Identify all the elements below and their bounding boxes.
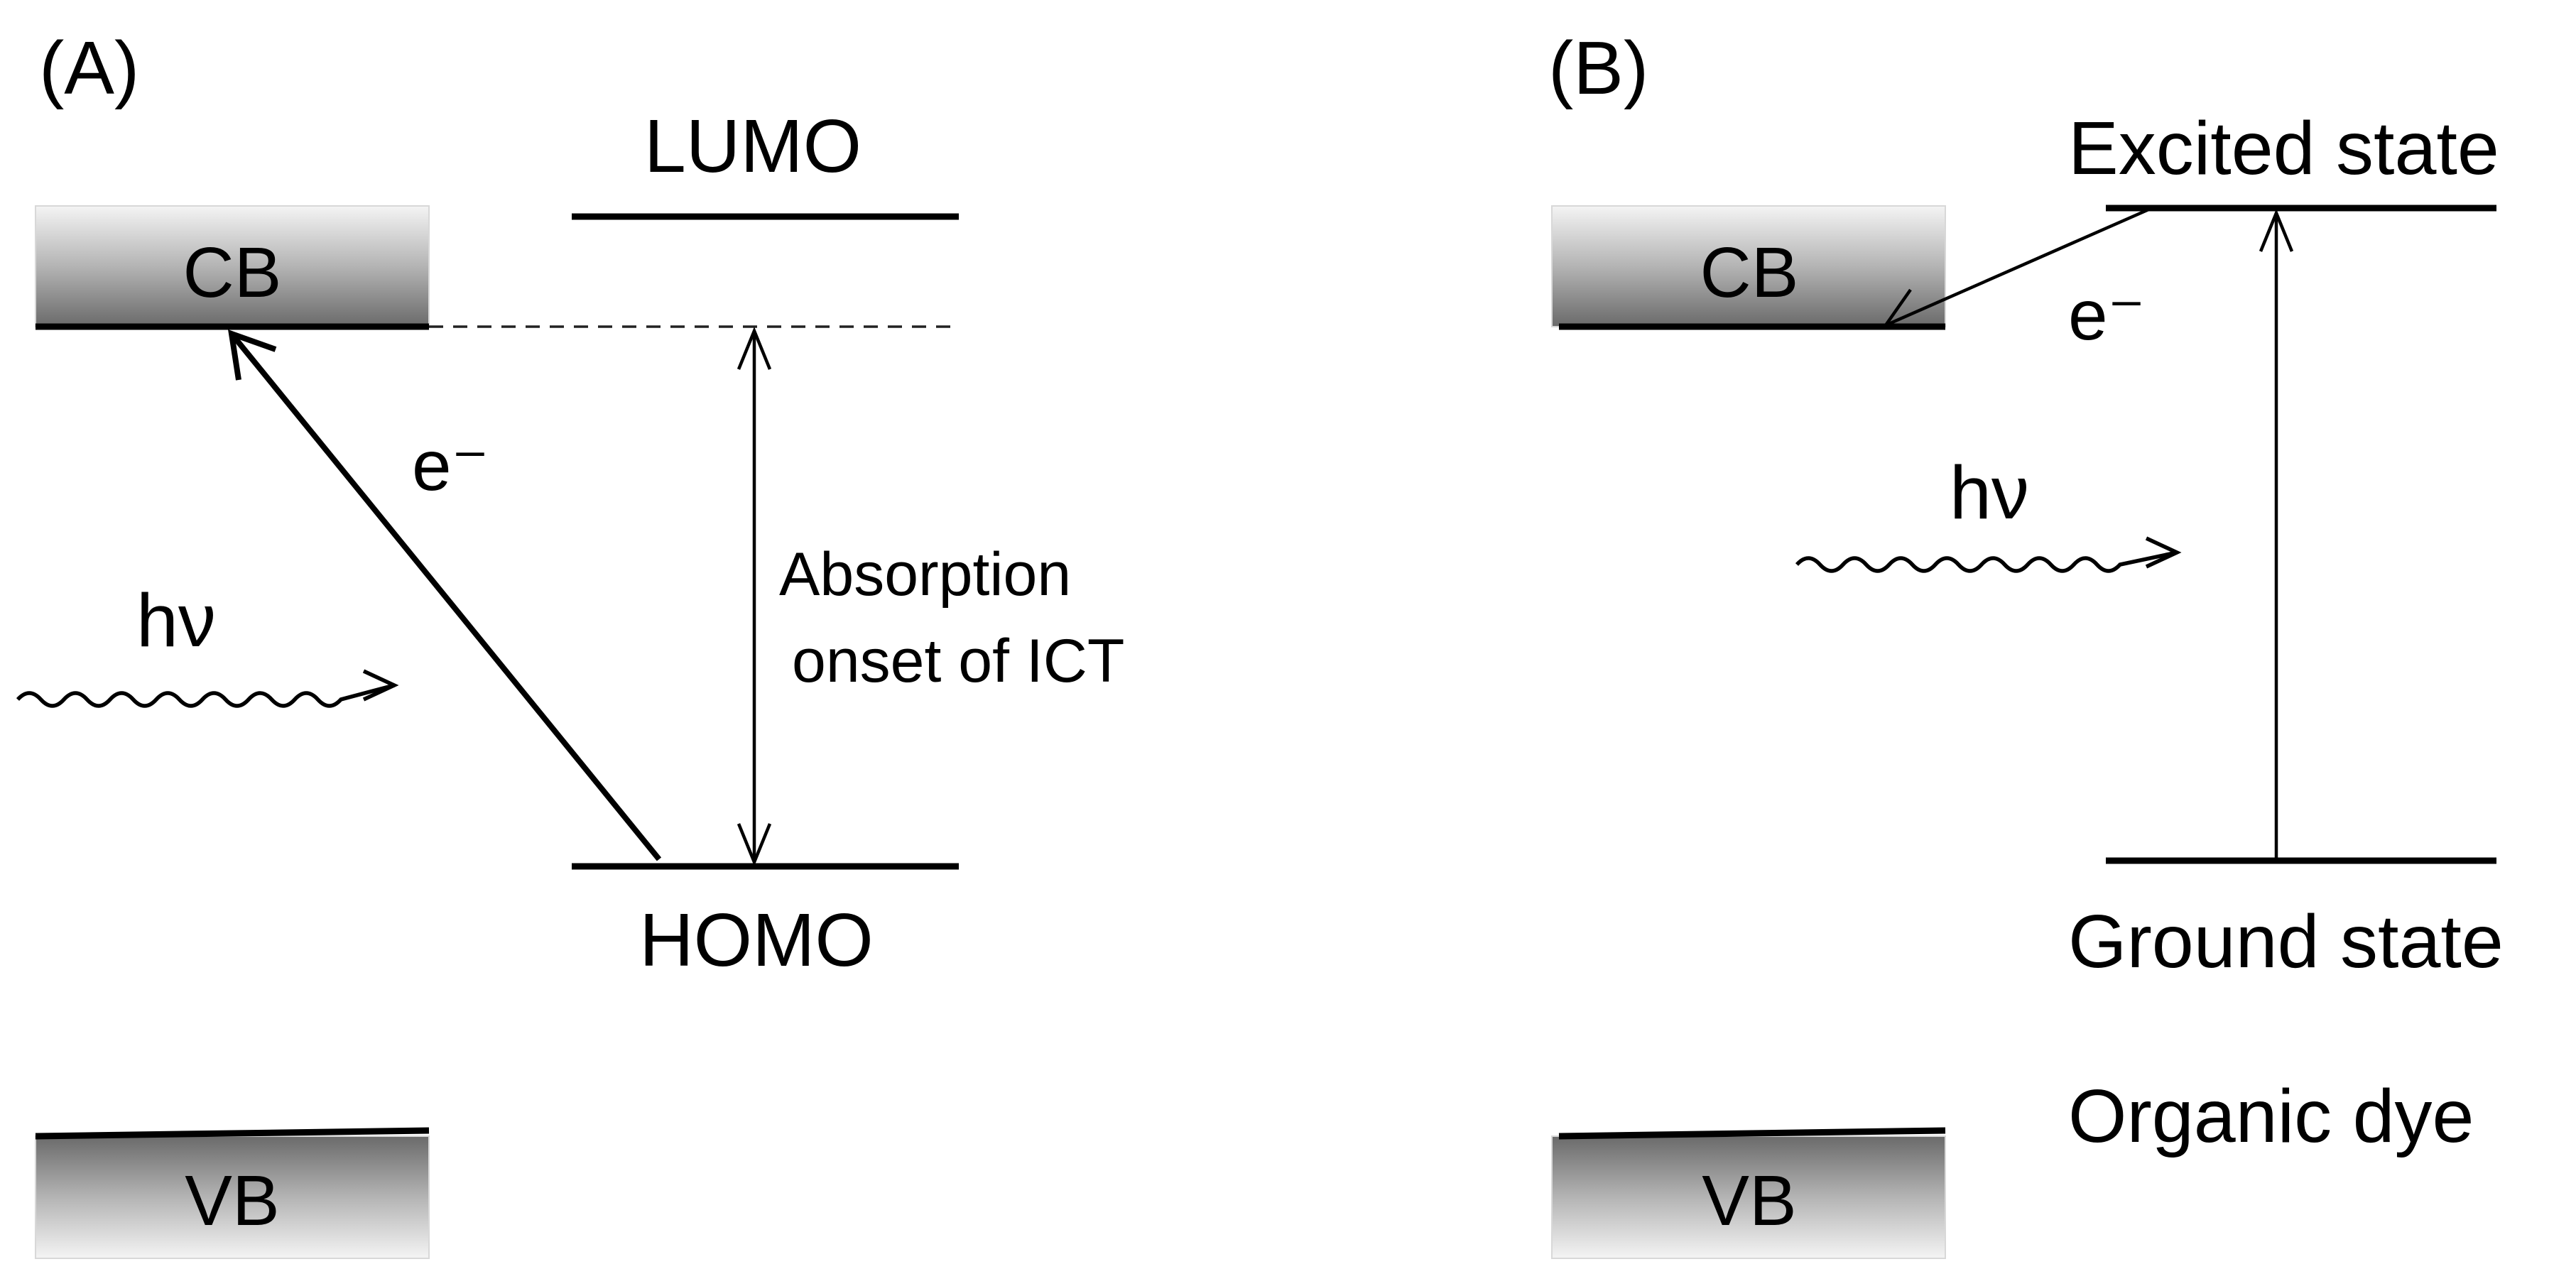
panel-a-homo-label: HOMO [639, 898, 874, 982]
panel-b-photon-wave-arrow [1795, 536, 2182, 573]
panel-a-absorption-arrow [737, 327, 772, 866]
panel-b-excitation-arrow [2259, 209, 2294, 861]
panel-a-valence-band: VB [35, 1127, 430, 1259]
panel-b-excited-state-label: Excited state [2068, 107, 2499, 190]
panel-b-vb-label: VB [1702, 1161, 1796, 1241]
panel-b-electron-label: e⁻ [2068, 276, 2145, 355]
panel-b-label: (B) [1548, 26, 1648, 110]
panel-a: (A) CB VB LUMO HOMO e⁻ [16, 26, 1124, 1259]
panel-b-organic-dye-label: Organic dye [2068, 1074, 2474, 1158]
panel-a-absorption-label-2: onset of ICT [792, 627, 1124, 695]
panel-a-label: (A) [39, 26, 139, 110]
panel-a-photon-wave-arrow [16, 669, 399, 708]
panel-b-conduction-band: CB [1551, 205, 1946, 330]
panel-b-valence-band: VB [1551, 1127, 1946, 1259]
panel-b-electron-injection-arrow [1882, 206, 2153, 329]
panel-b-photon-label: hν [1950, 451, 2029, 535]
panel-a-lumo-label: LUMO [644, 104, 862, 188]
panel-b-cb-label: CB [1700, 233, 1799, 312]
panel-a-electron-label: e⁻ [412, 426, 489, 506]
panel-a-photon-label: hν [136, 579, 216, 663]
panel-a-electron-transfer-arrow [228, 329, 662, 861]
panel-a-conduction-band: CB [35, 205, 430, 330]
panel-b-ground-state-label: Ground state [2068, 900, 2504, 984]
panel-b: (B) CB VB Excited state Ground state Org… [1548, 26, 2504, 1259]
panel-a-cb-label: CB [183, 233, 282, 312]
panel-a-absorption-label-1: Absorption [779, 540, 1071, 609]
panel-a-vb-label: VB [185, 1161, 279, 1241]
